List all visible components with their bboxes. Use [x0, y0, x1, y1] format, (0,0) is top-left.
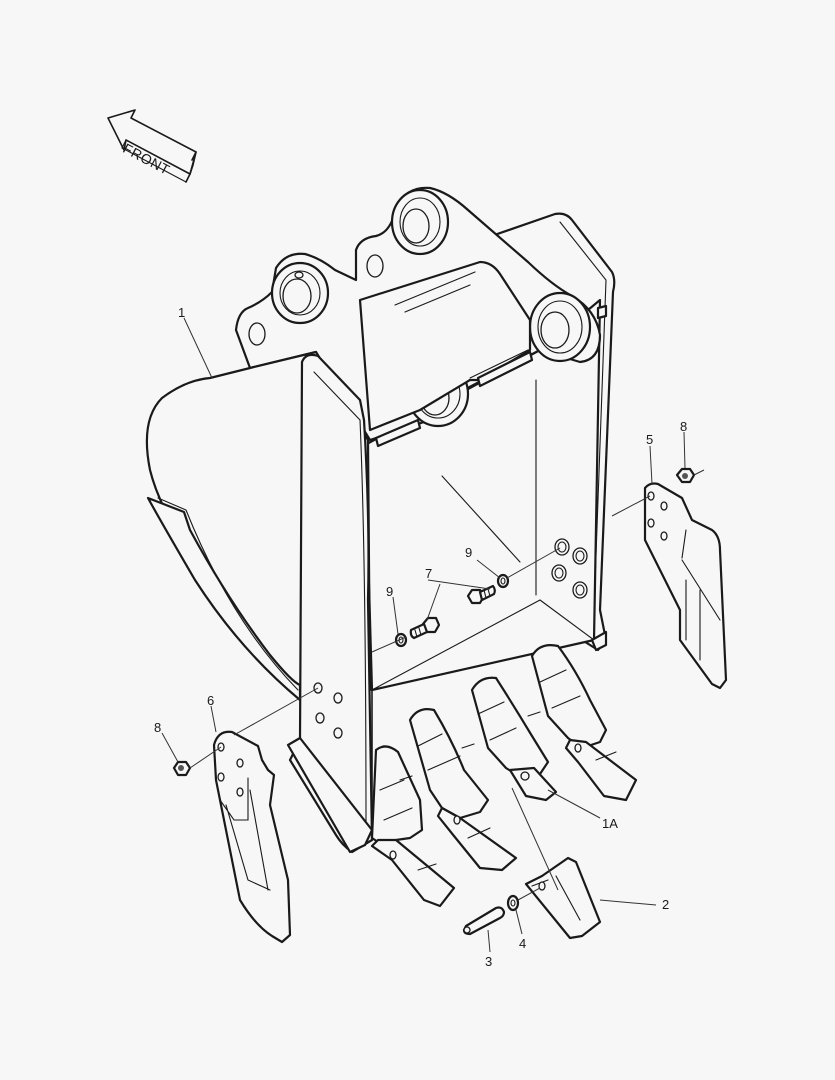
- tooth-point-exploded: [524, 856, 602, 940]
- callout-5: 5: [646, 432, 654, 447]
- callout-3: 3: [485, 954, 493, 969]
- washer-lower: [394, 632, 408, 648]
- callout-1: 1: [178, 305, 186, 320]
- callout-8-right: 8: [680, 419, 688, 434]
- bucket-teeth: [370, 644, 638, 908]
- washer-upper: [496, 573, 510, 589]
- washer-exploded: [506, 894, 520, 912]
- nut-right: [675, 467, 696, 484]
- pin-boss-upper-left: [270, 261, 330, 325]
- bolt-holes-right: [551, 538, 588, 599]
- front-arrow-icon: [107, 109, 197, 183]
- side-cutter-right: [643, 482, 728, 690]
- callout-9-lower: 9: [386, 584, 394, 599]
- bolt-upper: [466, 584, 496, 605]
- callout-4: 4: [519, 936, 527, 951]
- nut-left: [172, 760, 192, 777]
- bucket-body: [145, 186, 616, 854]
- callout-2: 2: [662, 897, 670, 912]
- leader-lines: [161, 317, 705, 953]
- callout-1a: 1A: [602, 816, 618, 831]
- pin-boss-lower-right: [528, 291, 592, 363]
- side-cutter-left: [212, 730, 292, 944]
- callout-9-upper: 9: [465, 545, 473, 560]
- callout-8-left: 8: [154, 720, 162, 735]
- callout-7: 7: [425, 566, 433, 581]
- callout-6: 6: [207, 693, 215, 708]
- pin-boss-upper-right: [390, 188, 450, 256]
- pin-exploded: [462, 906, 506, 936]
